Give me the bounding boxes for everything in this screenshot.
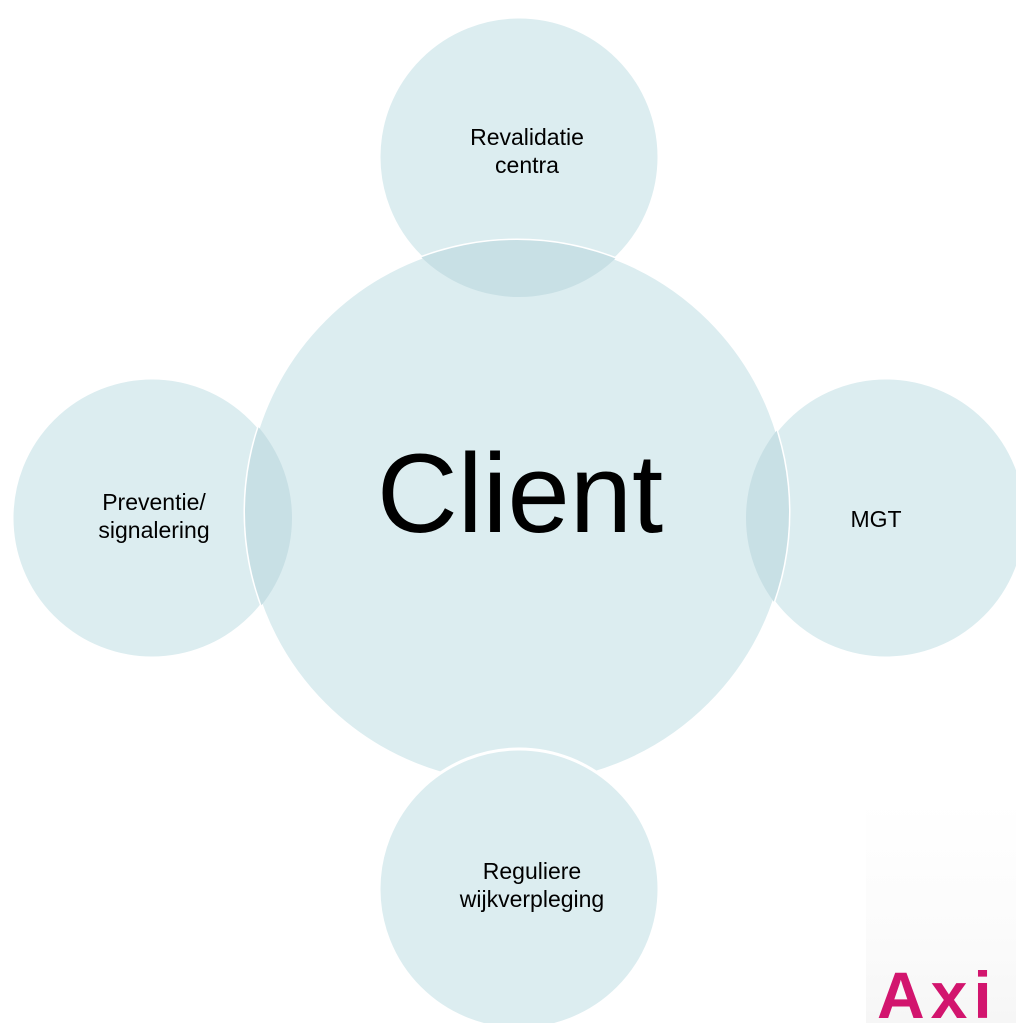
center-label: Client bbox=[376, 431, 664, 556]
logo-background bbox=[866, 800, 1016, 1023]
node-label-top: Revalidatie centra bbox=[470, 124, 584, 178]
node-label-right: MGT bbox=[850, 506, 902, 532]
node-label-bottom: Reguliere wijkverpleging bbox=[459, 858, 605, 912]
logo-text: Axi bbox=[877, 958, 998, 1032]
node-label-left: Preventie/ signalering bbox=[98, 489, 210, 543]
node-circle-bottom-front bbox=[377, 747, 661, 1023]
